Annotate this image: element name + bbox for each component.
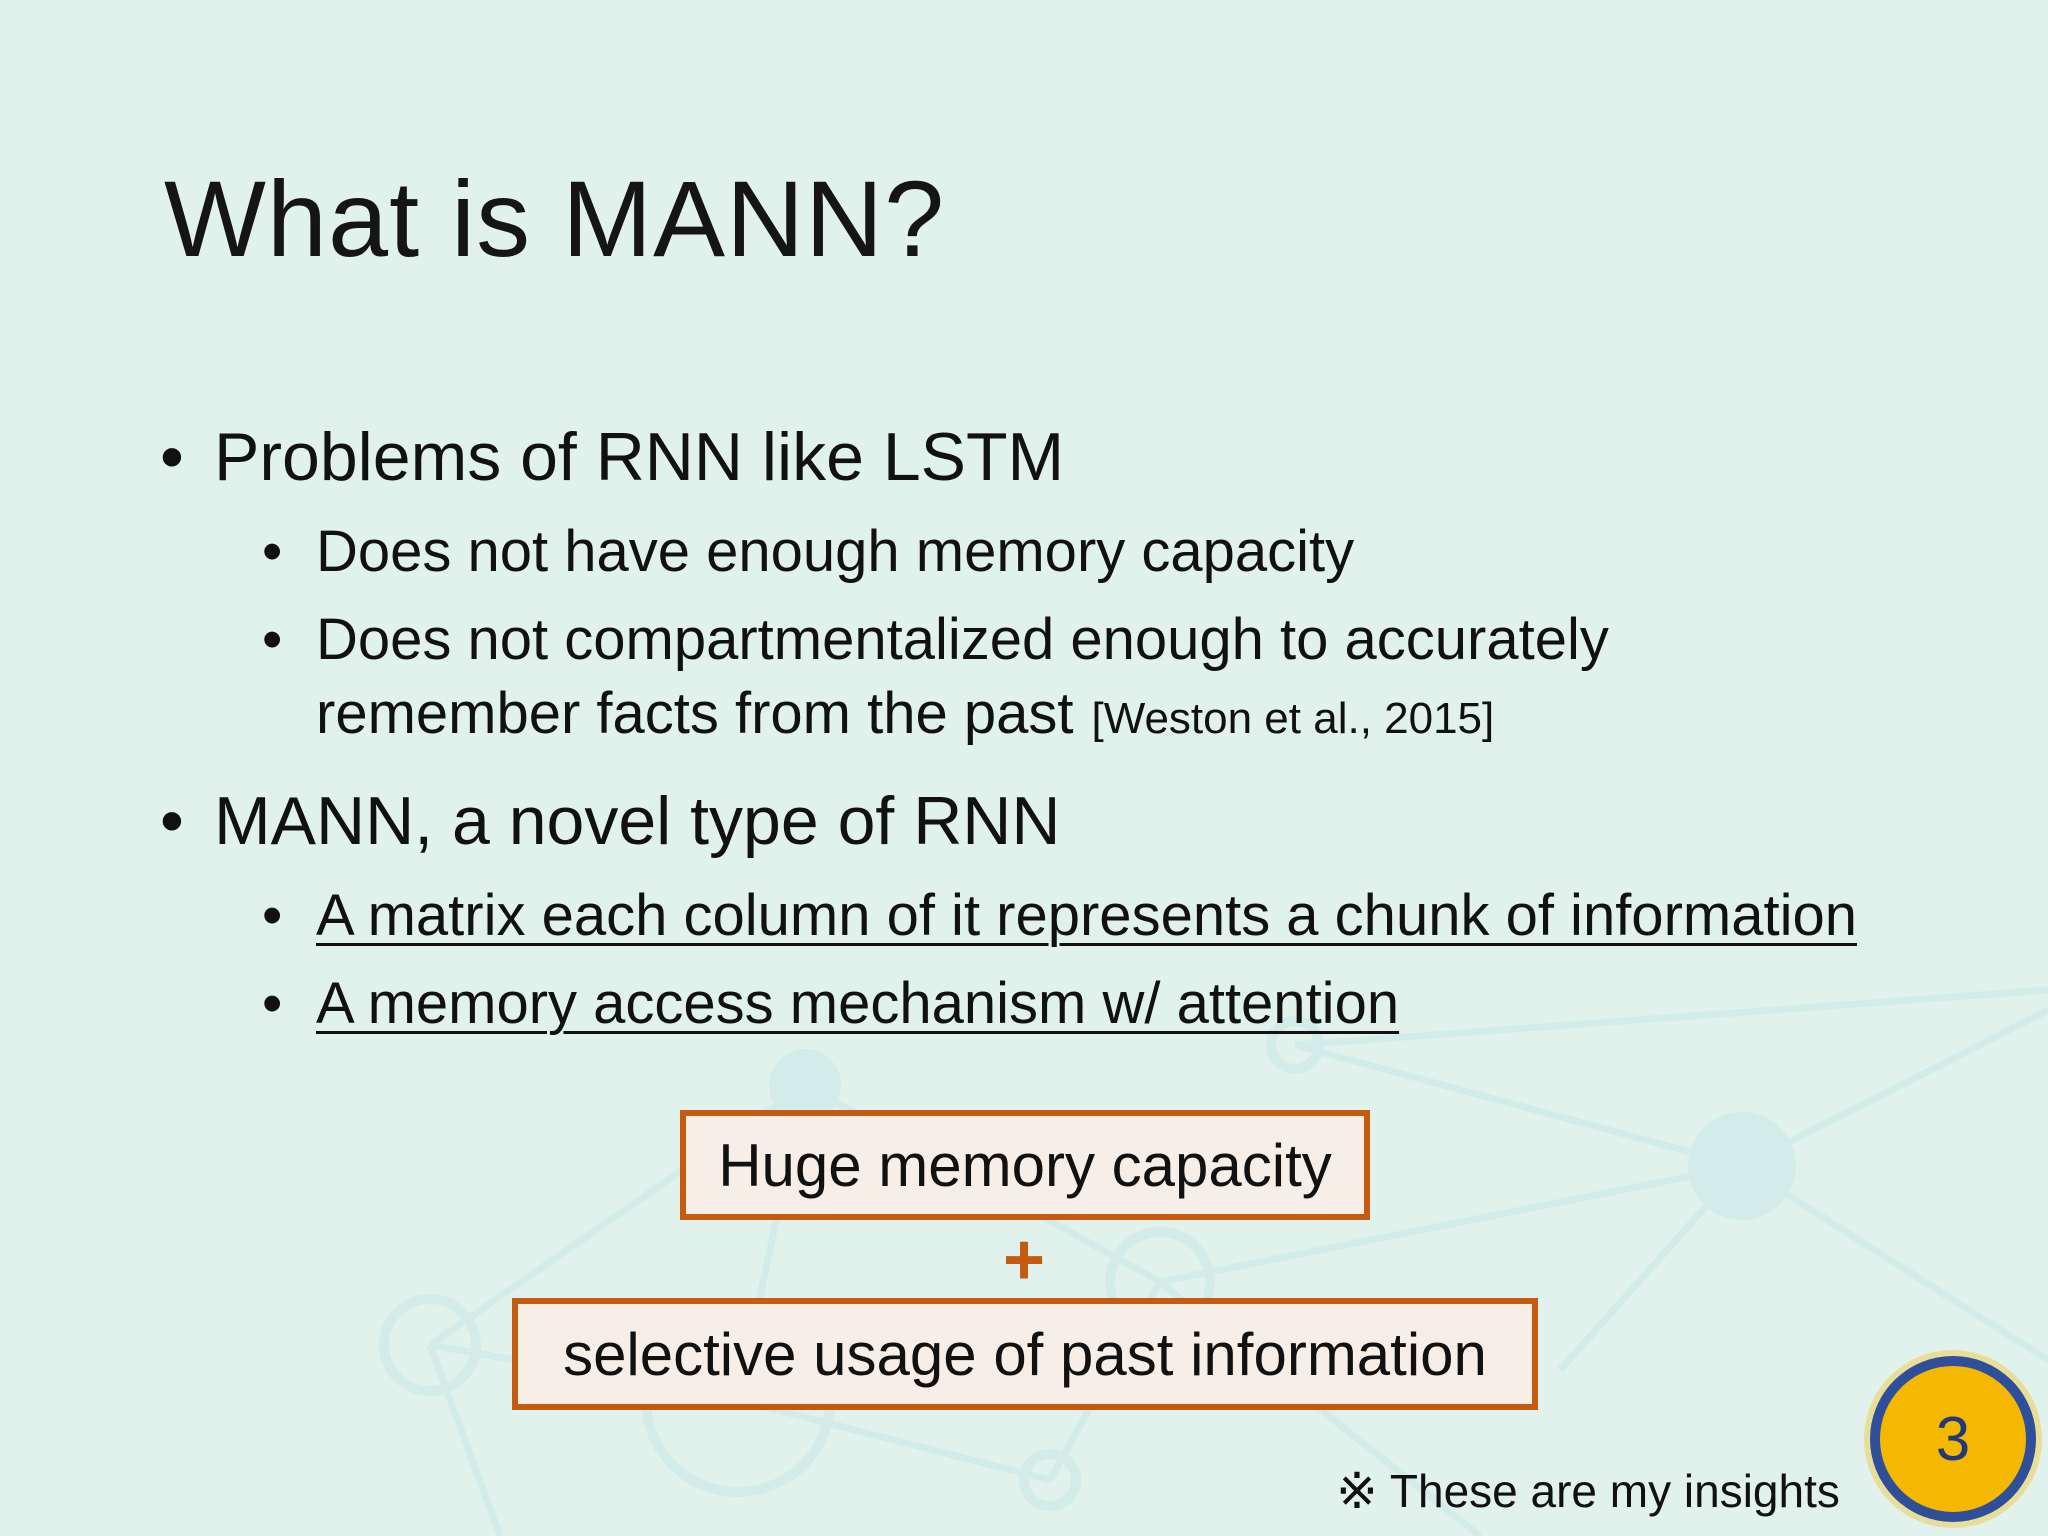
page-number: 3 [1935, 1404, 1971, 1474]
plus-sign: + [1002, 1220, 1046, 1300]
sub-bullet-text: A matrix each column of it represents a … [316, 883, 1857, 948]
bullet-dot: • [262, 519, 283, 584]
highlight-box-text: Huge memory capacity [718, 1131, 1332, 1199]
highlight-box-selective-usage: selective usage of past information [512, 1298, 1538, 1410]
slide-title: What is MANN? [164, 158, 946, 279]
sub-bullet-text: Does not compartmentalized enough to acc… [316, 607, 1609, 672]
insights-note: ※ These are my insights [1336, 1462, 1840, 1520]
reference-mark-icon: ※ [1336, 1463, 1378, 1519]
bullet-dot: • [262, 971, 283, 1036]
sub-bullet-memory-capacity: • Does not have enough memory capacity [262, 518, 1354, 585]
bullet-dot: • [160, 783, 184, 859]
sub-bullet-continuation: remember facts from the past [Weston et a… [316, 680, 1494, 747]
bullet-dot: • [262, 607, 283, 672]
page-number-badge: 3 [1870, 1356, 2036, 1522]
insights-note-text: These are my insights [1389, 1465, 1840, 1517]
bullet-dot: • [262, 883, 283, 948]
sub-bullet-compartmentalized: • Does not compartmentalized enough to a… [262, 606, 1609, 673]
bullet-text: MANN, a novel type of RNN [214, 783, 1061, 859]
bullet-text: Problems of RNN like LSTM [214, 419, 1065, 495]
highlight-box-memory-capacity: Huge memory capacity [680, 1110, 1370, 1220]
sub-bullet-attention: • A memory access mechanism w/ attention [262, 970, 1399, 1037]
sub-bullet-text: A memory access mechanism w/ attention [316, 971, 1400, 1036]
sub-bullet-text: Does not have enough memory capacity [316, 519, 1355, 584]
bullet-problems: • Problems of RNN like LSTM [160, 418, 1064, 496]
citation: [Weston et al., 2015] [1091, 694, 1495, 743]
bullet-mann: • MANN, a novel type of RNN [160, 782, 1061, 860]
sub-bullet-continuation-text: remember facts from the past [316, 681, 1074, 746]
sub-bullet-matrix: • A matrix each column of it represents … [262, 882, 1857, 949]
bullet-dot: • [160, 419, 184, 495]
highlight-box-text: selective usage of past information [563, 1320, 1487, 1388]
